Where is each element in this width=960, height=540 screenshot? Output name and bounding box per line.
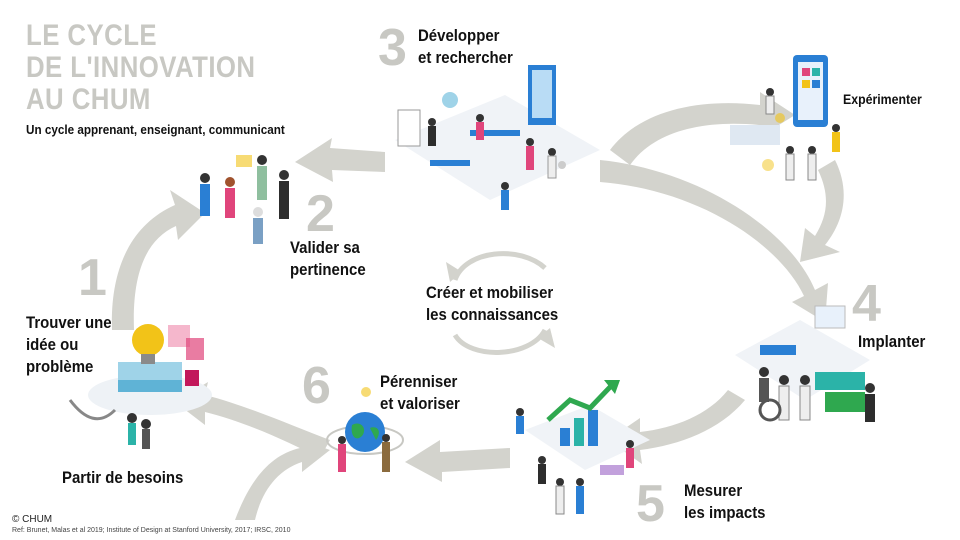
main-title: LE CYCLE DE L'INNOVATION AU CHUM [26, 20, 255, 116]
illustration-step-4 [735, 305, 875, 422]
illustration-step-3 [395, 65, 600, 210]
arrow-5-to-6 [405, 440, 510, 482]
center-label: Créer et mobiliser les connaissances [426, 283, 559, 324]
illustration-experimenter [730, 55, 840, 181]
arrow-1-to-2 [111, 190, 205, 330]
title-line-1: LE CYCLE [26, 19, 158, 52]
step-1-number: 1 [78, 249, 107, 307]
copyright: © CHUM [12, 514, 53, 525]
arrow-2-to-3 [295, 138, 385, 182]
step-2-number: 2 [306, 185, 335, 243]
cycle-arrows [111, 92, 844, 520]
title-line-2: DE L'INNOVATION [26, 51, 256, 84]
illustration-step-2 [200, 155, 289, 244]
illustration-step-1 [68, 324, 212, 449]
step-4-number: 4 [852, 275, 881, 333]
step-5-label: Mesurer les impacts [684, 481, 766, 522]
partir-de-besoins-label: Partir de besoins [62, 468, 184, 487]
step-6-label: Pérenniser et valoriser [380, 372, 460, 413]
subtitle: Un cycle apprenant, enseignant, communic… [26, 122, 285, 137]
step-3-number: 3 [378, 19, 407, 77]
reference: Ref: Brunet, Malas et al 2019; Institute… [12, 527, 291, 534]
illustration-step-6 [326, 387, 404, 472]
arrow-3-to-exp [610, 92, 795, 165]
step-2-label: Valider sa pertinence [290, 238, 366, 279]
arrow-4-to-5 [608, 390, 745, 464]
arrow-exp-to-4 [800, 160, 844, 262]
illustration-step-5 [516, 380, 650, 515]
step-1-label: Trouver une idée ou problème [26, 313, 112, 376]
step-5-number: 5 [636, 475, 665, 533]
arrow-besoins-loop [235, 438, 330, 520]
step-6-number: 6 [302, 357, 331, 415]
experimenter-label: Expérimenter [843, 91, 922, 107]
arrow-6-to-1 [175, 382, 330, 458]
step-4-label: Implanter [858, 332, 926, 351]
step-3-label: Développer et rechercher [418, 26, 513, 67]
title-line-3: AU CHUM [26, 83, 151, 116]
arrow-3-to-4 [600, 160, 828, 322]
